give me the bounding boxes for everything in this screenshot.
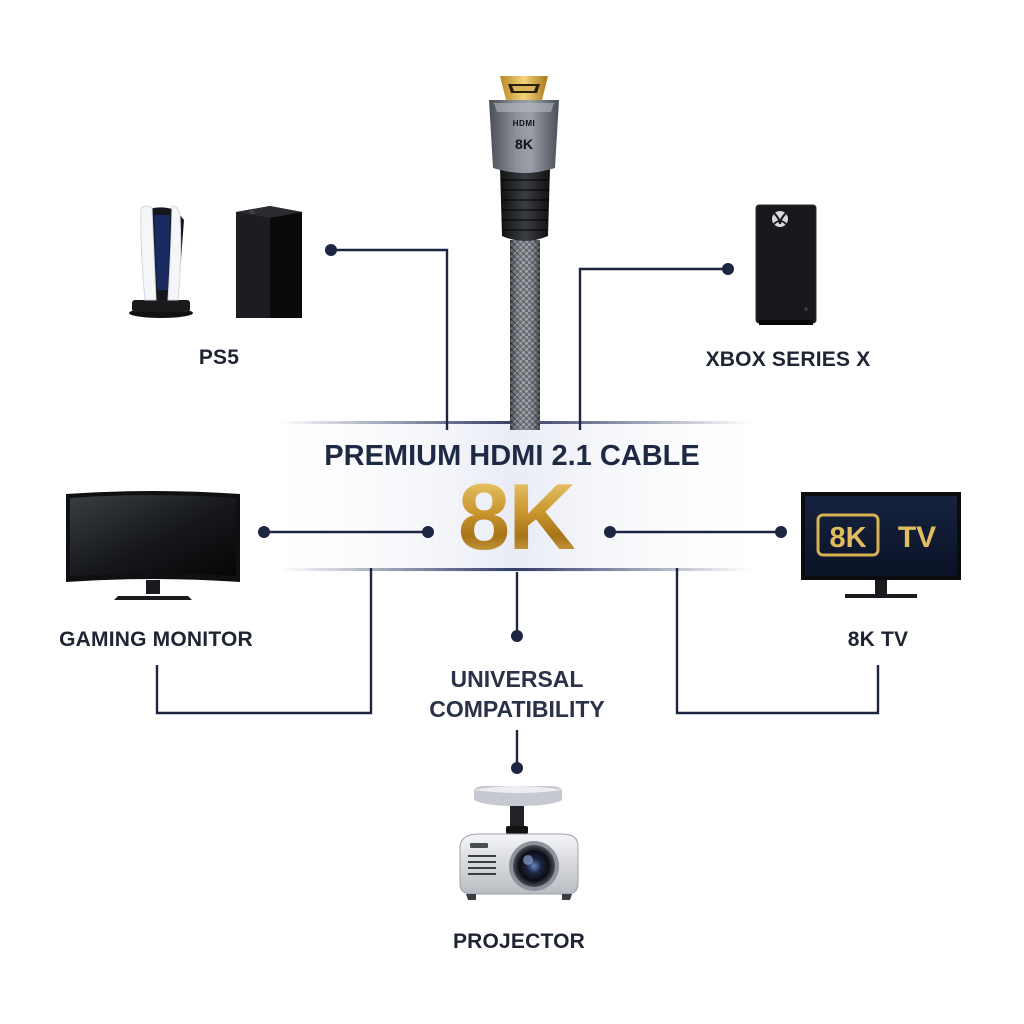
center-band [250, 422, 780, 572]
tv-screen-badge: 8K [829, 522, 866, 554]
xbox-console-icon [755, 204, 817, 325]
dot-center-down [511, 630, 523, 642]
connector-lines [155, 248, 880, 768]
connector-dots [258, 244, 787, 774]
cable-brand: HDMI [513, 119, 535, 128]
ps5-console-icon [129, 205, 193, 318]
line-xbox [578, 267, 728, 430]
dot-projector [511, 762, 523, 774]
line-monitor-bottom [155, 568, 373, 715]
dot-xbox [722, 263, 734, 275]
label-ps5: PS5 [198, 346, 240, 369]
big-8k-label: 8K [457, 464, 576, 569]
center-caption-line1: UNIVERSAL [450, 666, 584, 692]
dot-monitor [258, 526, 270, 538]
label-gaming-monitor: GAMING MONITOR [59, 628, 253, 651]
label-xbox-series-x: XBOX SERIES X [705, 348, 871, 371]
center-caption-line2: COMPATIBILITY [429, 696, 605, 722]
gaming-monitor-icon [66, 491, 240, 600]
projector-icon [459, 786, 579, 900]
dot-center-right [604, 526, 616, 538]
band-bottom-glow [280, 568, 750, 571]
dot-ps5 [325, 244, 337, 256]
line-tv-bottom [675, 568, 880, 715]
cable-badge: 8K [515, 136, 533, 152]
tv-icon: 8K TV [801, 492, 961, 598]
headline: PREMIUM HDMI 2.1 CABLE [324, 440, 700, 472]
hdmi-cable-icon: HDMI 8K [489, 76, 559, 430]
label-8k-tv: 8K TV [847, 628, 909, 651]
line-ps5 [331, 248, 449, 430]
center-caption: UNIVERSAL COMPATIBILITY [429, 664, 604, 724]
dot-center-left [422, 526, 434, 538]
tv-screen-text: TV [898, 521, 936, 554]
label-projector: PROJECTOR [452, 930, 586, 953]
xbox-console-left-icon [236, 206, 302, 318]
xbox-logo-icon [772, 211, 788, 227]
dot-tv [775, 526, 787, 538]
